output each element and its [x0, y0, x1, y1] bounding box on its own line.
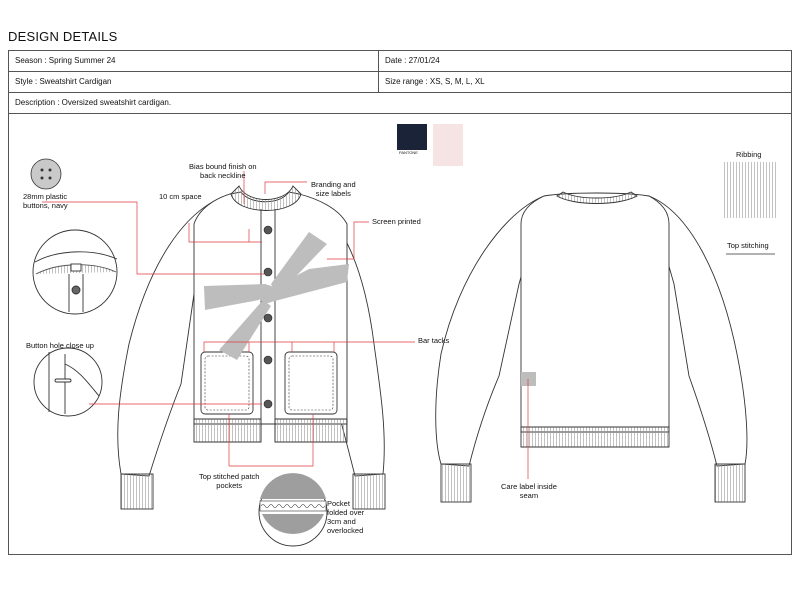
back-left-sleeve	[435, 195, 545, 467]
date-field: Date : 27/01/24	[378, 51, 791, 71]
front-cardigan-drawing	[117, 185, 386, 510]
front-right-pocket	[284, 351, 338, 415]
callout-space: 10 cm space	[159, 192, 202, 201]
back-body	[520, 192, 670, 433]
callout-screen-printed: Screen printed	[372, 217, 421, 226]
collar-closeup-circle	[32, 229, 118, 315]
back-collar	[556, 191, 638, 204]
back-left-cuff	[440, 463, 472, 503]
ribbing-label: Ribbing	[736, 150, 762, 159]
pantone-label: PANTONE	[397, 150, 427, 161]
row-description: Description : Oversized sweatshirt cardi…	[9, 93, 791, 114]
front-buttons	[263, 225, 273, 409]
callout-lines	[42, 171, 529, 479]
ribbing-swatch	[722, 162, 778, 218]
page-title: DESIGN DETAILS	[8, 29, 118, 44]
front-button	[263, 355, 273, 365]
front-left-pocket	[200, 351, 254, 415]
design-sheet: Season : Spring Summer 24 Date : 27/01/2…	[8, 50, 792, 555]
top-stitching-label: Top stitching	[727, 241, 769, 250]
button-detail	[30, 158, 62, 190]
front-button	[263, 313, 273, 323]
care-label-mark	[521, 372, 536, 386]
front-left-cuff	[120, 473, 154, 510]
screen-print-bow	[204, 232, 349, 360]
front-hem-rib	[193, 418, 262, 443]
back-right-cuff	[714, 463, 746, 503]
navy-fabric-swatch	[397, 124, 427, 154]
front-button	[263, 399, 273, 409]
pink-fabric-swatch	[433, 124, 463, 166]
front-collar	[230, 185, 302, 211]
front-right-cuff	[352, 473, 386, 510]
season-field: Season : Spring Summer 24	[15, 56, 116, 65]
front-button	[263, 225, 273, 235]
row-season: Season : Spring Summer 24 Date : 27/01/2…	[9, 51, 791, 72]
buttonhole-closeup-circle	[33, 347, 103, 417]
back-cardigan-drawing	[435, 191, 748, 503]
row-style: Style : Sweatshirt Cardigan Size range :…	[9, 72, 791, 93]
size-range-field: Size range : XS, S, M, L, XL	[378, 72, 791, 92]
callout-button-hole: Button hole close up	[26, 341, 94, 350]
description-field: Description : Oversized sweatshirt cardi…	[15, 98, 172, 107]
style-field: Style : Sweatshirt Cardigan	[15, 77, 112, 86]
pocket-fold-closeup-circle	[258, 473, 328, 547]
back-hem-rib	[520, 426, 670, 448]
callout-bar-tacks: Bar tacks	[418, 336, 450, 345]
front-button	[263, 267, 273, 277]
back-right-sleeve	[648, 195, 748, 467]
